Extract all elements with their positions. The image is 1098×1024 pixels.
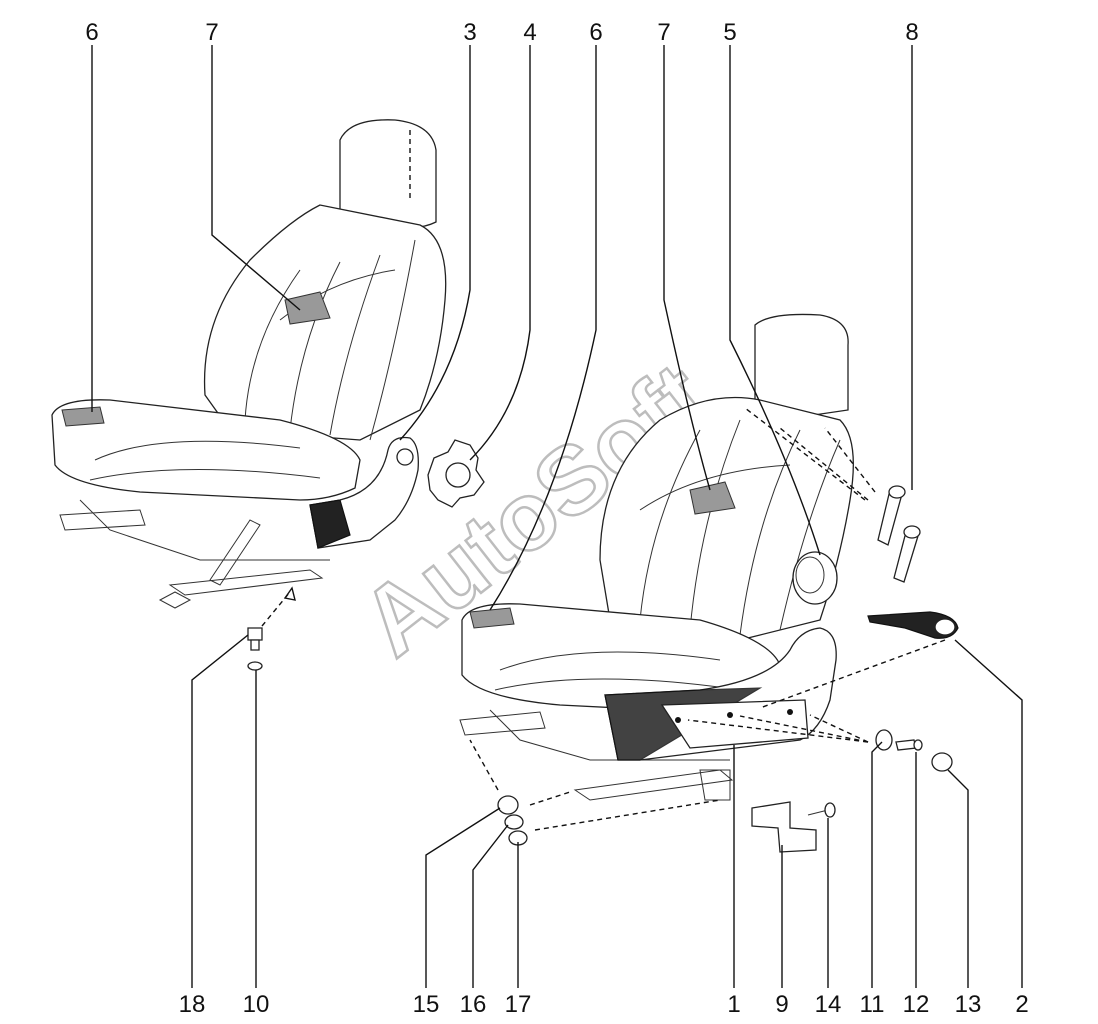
callout-lines [91, 45, 1023, 988]
callout-1: 1 [727, 991, 740, 1018]
callout-9: 9 [775, 991, 788, 1018]
callout-12: 12 [903, 991, 930, 1018]
callout-10: 10 [243, 991, 270, 1018]
screw-14 [807, 802, 836, 818]
callout-4: 4 [523, 19, 536, 46]
callout-17: 17 [505, 991, 532, 1018]
bolt-12 [895, 739, 917, 751]
knob-5 [792, 551, 838, 605]
left-seat [51, 119, 447, 609]
callout-6-right: 6 [589, 19, 602, 46]
callout-15: 15 [413, 991, 440, 1018]
bracket-9 [751, 801, 817, 853]
callout-labels-top: 6 7 3 4 6 7 5 8 [85, 19, 918, 46]
callout-14: 14 [815, 991, 842, 1018]
callout-16: 16 [460, 991, 487, 1018]
callout-labels-bottom: 18 10 15 16 17 1 9 14 11 12 13 2 [179, 991, 1029, 1018]
callout-11: 11 [860, 991, 885, 1018]
headrest-guides [877, 485, 921, 583]
washer-10 [247, 661, 263, 671]
callout-13: 13 [955, 991, 982, 1018]
callout-2: 2 [1015, 991, 1028, 1018]
callout-5: 5 [723, 19, 736, 46]
washer-11 [875, 729, 893, 751]
callout-8: 8 [905, 19, 918, 46]
callout-3: 3 [463, 19, 476, 46]
bolt-18 [247, 627, 263, 651]
right-seat [459, 313, 854, 801]
nut-15 [497, 795, 519, 815]
callout-6-left: 6 [85, 19, 98, 46]
cap-13 [931, 752, 953, 772]
callout-18: 18 [179, 991, 206, 1018]
washer-16 [504, 814, 524, 830]
callout-7-right: 7 [657, 19, 670, 46]
callout-7-left: 7 [205, 19, 218, 46]
lever-handle [867, 611, 959, 639]
